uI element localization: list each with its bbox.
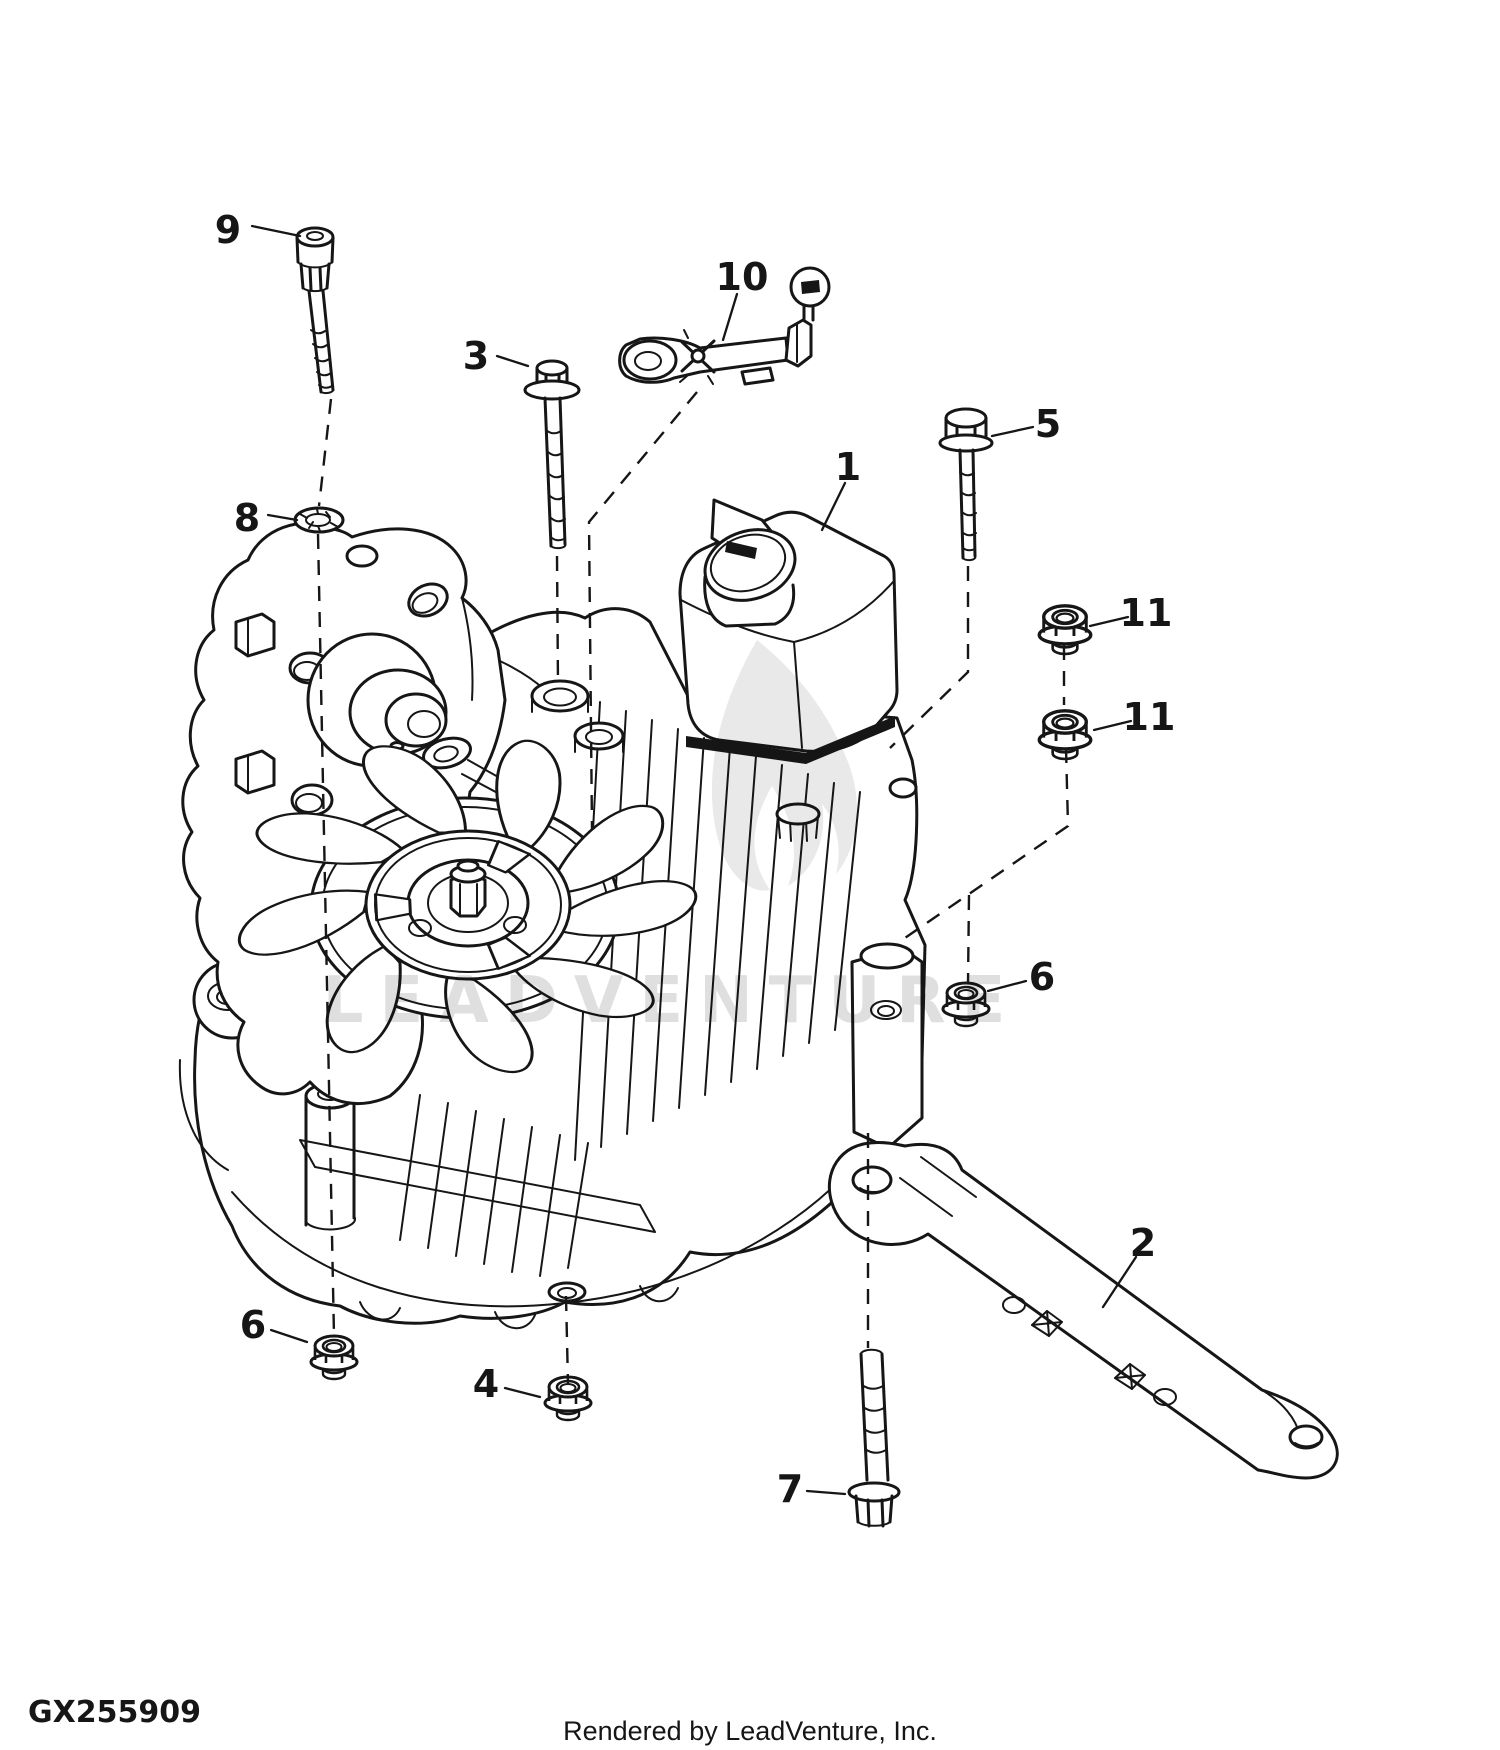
callout-leader-line: [721, 292, 739, 342]
callout-number: 10: [716, 255, 769, 299]
flange-bolt-5: [938, 407, 994, 562]
callout-leader-line: [805, 1489, 847, 1496]
dash-line-washer8-to-nut6-left: [316, 533, 336, 1337]
callout-8: 8: [234, 496, 299, 540]
callout-number: 11: [1123, 695, 1176, 739]
callout-leader-line: [495, 354, 530, 368]
callout-number: 11: [1120, 591, 1173, 635]
plate-boss: [345, 544, 379, 568]
bypass-lever: [618, 266, 831, 386]
bracket-square-hole: [1114, 1363, 1146, 1390]
callout-11: 11: [1092, 695, 1176, 739]
bracket-square-hole: [1031, 1310, 1063, 1337]
callout-number: 7: [777, 1467, 803, 1511]
upper-mount-boss-b: [573, 721, 625, 753]
plate-stud: [234, 749, 276, 795]
watermark: LEADVENTURE: [323, 640, 1022, 1038]
callout-3: 3: [463, 334, 530, 378]
callout-leader-line: [1088, 615, 1130, 628]
callout-leader-line: [1101, 1255, 1138, 1309]
callout-2: 2: [1101, 1221, 1156, 1309]
plate-stud: [234, 612, 276, 658]
callout-11: 11: [1088, 591, 1173, 635]
callout-leader-line: [990, 425, 1035, 438]
dash-line-bolt3-to-boss: [555, 555, 560, 687]
input-hub: [306, 632, 448, 768]
callout-layer: 9 8 3 10 1 5 11 11 6 2 6 4 7: [215, 208, 1176, 1511]
callout-7: 7: [777, 1467, 847, 1511]
socket-cap-screw-9: [295, 226, 335, 395]
bracket-hole: [1288, 1424, 1324, 1450]
callout-leader-line: [266, 513, 299, 522]
dash-line-bolt9-to-washer8: [317, 398, 333, 507]
callout-number: 8: [234, 496, 260, 540]
dash-line-lever10-to-boss: [587, 391, 698, 831]
dash-line-bolt5-to-body: [889, 566, 970, 749]
dash-line-branch-to-nut6-right: [966, 894, 971, 984]
callout-5: 5: [990, 402, 1061, 446]
plate-hole: [290, 783, 334, 817]
callout-leader-line: [1092, 719, 1133, 732]
assembly-dash-lines: [316, 391, 1070, 1385]
callout-number: 9: [215, 208, 241, 252]
footer-credit: Rendered by LeadVenture, Inc.: [563, 1716, 937, 1746]
cooling-fan: [236, 733, 702, 1075]
callout-number: 5: [1035, 402, 1061, 446]
callout-6: 6: [240, 1303, 309, 1347]
callout-4: 4: [473, 1362, 542, 1406]
callout-number: 1: [835, 445, 861, 489]
lever-spring-clip: [679, 329, 716, 385]
flange-nut-6-left: [309, 1334, 359, 1381]
watermark-text: LEADVENTURE: [323, 964, 1022, 1038]
callout-9: 9: [215, 208, 302, 252]
upper-mount-boss-a: [530, 679, 590, 713]
callout-number: 2: [1130, 1221, 1156, 1265]
ear-hole: [888, 777, 918, 799]
callout-number: 6: [1029, 955, 1055, 999]
plate-hole: [407, 582, 449, 618]
callout-leader-line: [503, 1386, 542, 1399]
watermark-flame-icon: [711, 640, 858, 891]
callout-leader-line: [986, 979, 1028, 993]
mount-bracket: [827, 1141, 1339, 1480]
lock-washer-8: [293, 506, 345, 534]
fan-hub-nut: [449, 859, 487, 918]
diagram-part-id: GX255909: [28, 1695, 201, 1730]
callout-leader-line: [269, 1328, 309, 1344]
flange-bolt-3: [523, 359, 581, 550]
callout-leader-line: [820, 481, 847, 532]
callout-6: 6: [986, 955, 1055, 999]
bracket-hole: [851, 1165, 893, 1195]
dash-line-nut11b-to-body: [901, 747, 1070, 941]
callout-leader-line: [250, 224, 302, 238]
cover-knob: [703, 498, 797, 628]
rear-mount-block: [850, 942, 924, 1150]
callout-10: 10: [716, 255, 769, 342]
lever-knob: [784, 266, 831, 368]
flange-bolt-7: [847, 1348, 901, 1528]
callout-number: 4: [473, 1362, 499, 1406]
rear-mounting-plate: [181, 521, 531, 1105]
dash-line-body-to-nut4: [564, 1295, 570, 1385]
fan-pulley: [364, 829, 572, 981]
callout-number: 6: [240, 1303, 266, 1347]
callout-1: 1: [820, 445, 861, 532]
callout-number: 3: [463, 334, 489, 378]
